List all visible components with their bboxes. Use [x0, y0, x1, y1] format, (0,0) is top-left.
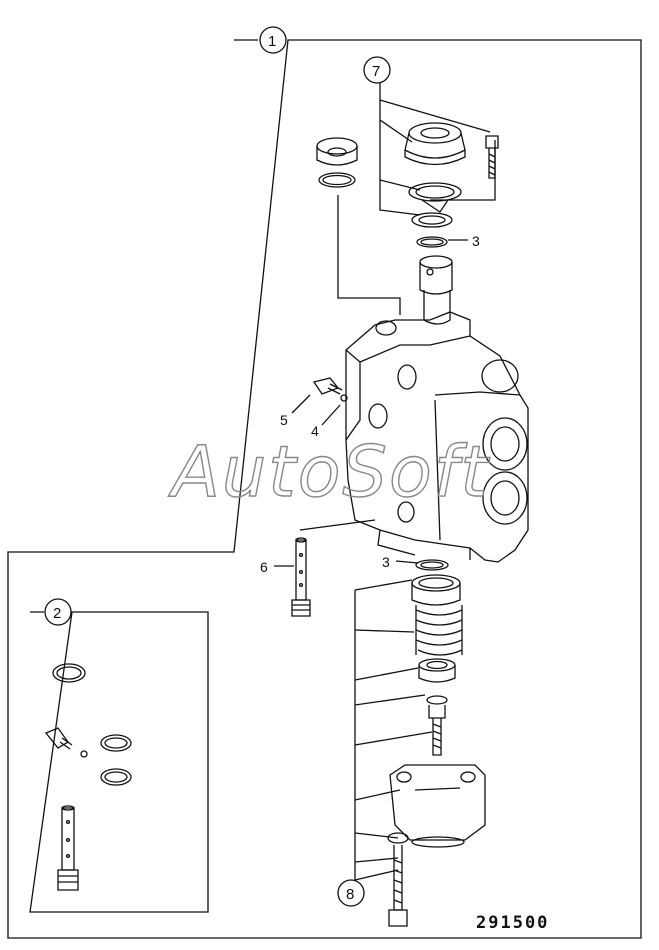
- callout-1: 1: [268, 33, 276, 50]
- label-6: 6: [260, 559, 268, 575]
- relief-screw: [312, 377, 348, 402]
- callout-1-circle: [259, 26, 287, 54]
- lower-stack: [387, 559, 486, 927]
- label-5: 5: [280, 412, 288, 428]
- assembly-1-border: [7, 39, 642, 939]
- label-3-bottom: 3: [382, 554, 390, 570]
- callout-2-circle: [44, 598, 72, 626]
- label-3-top: 3: [472, 233, 480, 249]
- callout-8-circle: [337, 879, 365, 907]
- callout-7-circle: [363, 56, 391, 84]
- check-valve: [291, 537, 311, 617]
- kit-2-contents: [44, 663, 132, 891]
- kit-2-box: [29, 611, 209, 913]
- plug-top-left: [316, 137, 358, 188]
- valve-body: [345, 311, 529, 563]
- callout-8: 8: [346, 886, 354, 903]
- callout-2: 2: [53, 605, 61, 622]
- callout-7: 7: [372, 63, 380, 80]
- top-cap-assembly: [404, 122, 499, 248]
- label-4: 4: [311, 423, 319, 439]
- watermark-text: AutoSoft: [168, 431, 490, 513]
- drawing-number: 291500: [476, 913, 549, 933]
